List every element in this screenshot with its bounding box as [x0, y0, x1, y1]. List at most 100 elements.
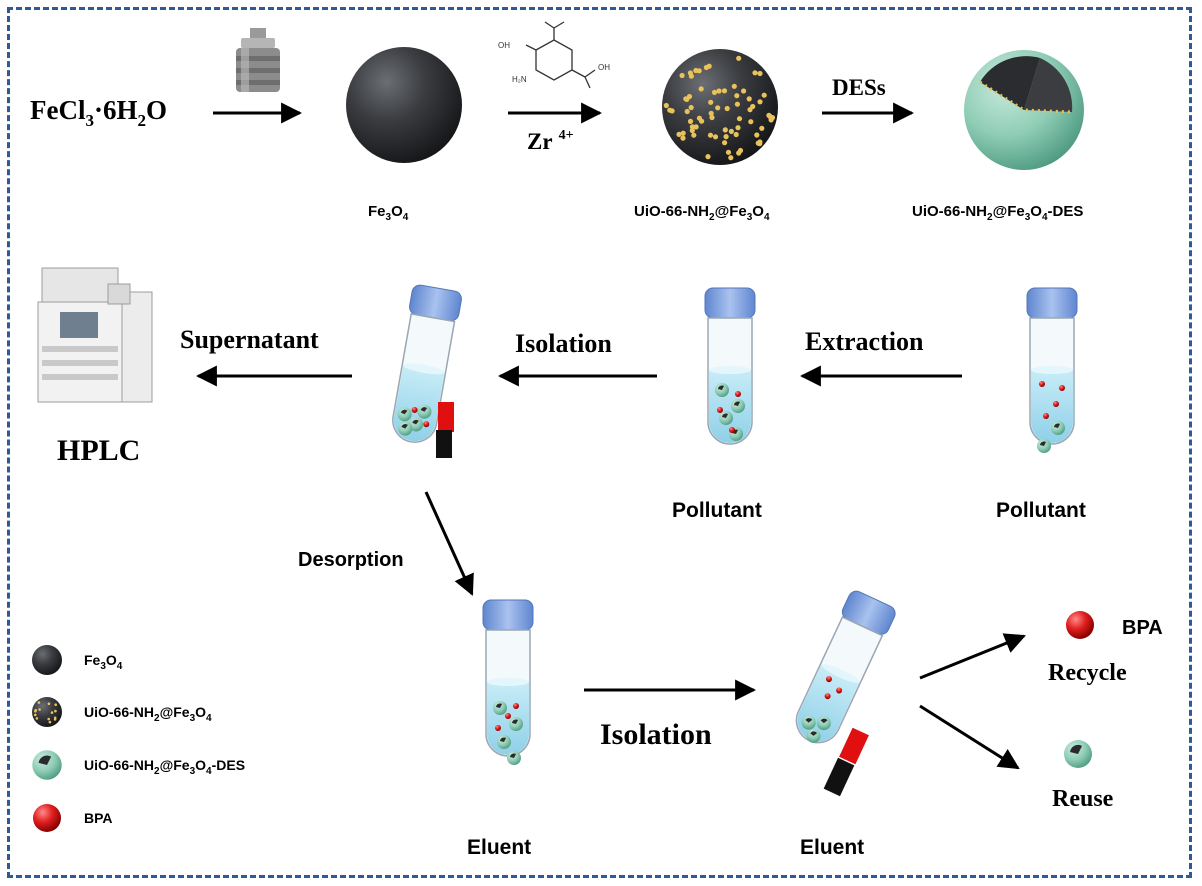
gold-dot: [722, 140, 728, 146]
arrow-desorption: [424, 491, 474, 596]
gold-dot: [693, 124, 699, 130]
eluent-label-2: Eluent: [800, 836, 864, 859]
gold-dot: [679, 72, 685, 79]
gold-dot: [734, 101, 741, 107]
gold-dot: [754, 132, 760, 138]
magnet-icon-bottom: [823, 727, 869, 797]
gold-dot: [47, 702, 51, 705]
gold-dot: [766, 112, 772, 118]
isolation-top-label: Isolation: [515, 329, 612, 358]
legend-uio-des-label: UiO-66-NH2@Fe3O4-DES: [84, 757, 245, 777]
bpa-ball: [1066, 611, 1094, 639]
gold-dot: [728, 128, 735, 134]
gold-dot: [683, 96, 689, 102]
gold-dot: [691, 132, 697, 138]
gold-dot: [689, 124, 696, 130]
gold-dot: [728, 155, 734, 161]
gold-dot: [757, 99, 763, 105]
uio-fe3o4-label: UiO-66-NH2@Fe3O4: [634, 203, 770, 223]
gold-dot: [50, 711, 54, 714]
gold-dot: [680, 130, 686, 136]
gold-dot: [696, 68, 702, 74]
legend-bpa-label: BPA: [84, 810, 113, 826]
gold-dot: [731, 83, 737, 89]
gold-dot: [752, 70, 758, 76]
gold-dot: [736, 55, 742, 61]
gold-dot: [733, 131, 739, 138]
desorption-label: Desorption: [298, 549, 404, 571]
gold-dot: [735, 125, 741, 131]
uio-fe3o4-sphere: [662, 49, 778, 165]
legend-uio-label: UiO-66-NH2@Fe3O4: [84, 704, 212, 724]
gold-dot: [34, 713, 37, 717]
gold-dot: [711, 89, 718, 95]
legend-fe3o4-swatch: [32, 645, 62, 675]
gold-dot: [687, 118, 694, 124]
gold-dot: [684, 108, 690, 115]
reuse-particle-icon: [1064, 740, 1092, 768]
gold-dot: [38, 708, 41, 711]
ligand-oh-right: OH: [598, 63, 610, 72]
gold-dot: [759, 125, 765, 131]
arrow-reuse: [919, 704, 1020, 770]
gold-dot: [748, 119, 754, 125]
gold-dot: [723, 134, 729, 140]
arrow-recycle: [919, 633, 1026, 680]
magnet-icon: [436, 402, 454, 458]
gold-dot: [741, 88, 747, 94]
gold-dot: [663, 102, 669, 109]
gold-dot: [689, 127, 695, 134]
fe3o4-label: Fe3O4: [368, 203, 409, 223]
precursor-label: FeCl3·6H2O: [30, 95, 167, 130]
gold-dot: [709, 114, 715, 121]
autoclave-icon: [236, 28, 280, 92]
gold-dot: [703, 64, 710, 71]
nh2-bdc-structure-icon: [525, 21, 596, 89]
gold-dot: [687, 70, 694, 76]
legend-fe3o4-label: Fe3O4: [84, 652, 123, 672]
dashed-frame: [7, 7, 1192, 878]
gold-dot: [716, 88, 722, 94]
hplc-instrument-icon: [37, 267, 153, 403]
gold-dot: [708, 99, 714, 105]
gold-dot: [37, 701, 41, 704]
gold-dot: [737, 147, 744, 154]
gold-dot: [705, 154, 711, 160]
gold-dot: [746, 96, 752, 102]
hplc-label: HPLC: [57, 434, 140, 467]
tube-eluent-magnet: [785, 587, 899, 752]
reuse-label: Reuse: [1052, 786, 1114, 812]
tube-pollutant: [1026, 287, 1078, 453]
gold-dot: [715, 105, 721, 111]
ligand-nh2: H₂N: [512, 75, 527, 84]
bpa-label: BPA: [1122, 617, 1163, 639]
gold-dot: [712, 134, 719, 140]
tube-eluent: [482, 599, 534, 765]
ligand-oh-top: OH: [498, 41, 510, 50]
extraction-label: Extraction: [805, 327, 924, 356]
pollutant-label-1: Pollutant: [672, 499, 762, 522]
gold-dot: [757, 139, 763, 145]
recycle-label: Recycle: [1048, 660, 1127, 686]
isolation-bottom-label: Isolation: [600, 718, 712, 751]
gold-dot: [688, 104, 694, 111]
uio-des-label: UiO-66-NH2@Fe3O4-DES: [912, 203, 1083, 223]
gold-dot: [698, 86, 704, 92]
des-label: DESs: [832, 75, 886, 100]
tube-magnet-separation: [385, 283, 464, 447]
gold-dot: [761, 92, 767, 98]
gold-dot: [48, 720, 52, 724]
pollutant-label-2: Pollutant: [996, 499, 1086, 522]
gold-dot: [53, 716, 57, 720]
gold-dot: [734, 93, 740, 99]
gold-dot: [696, 115, 703, 121]
supernatant-label: Supernatant: [180, 325, 319, 354]
gold-dot: [724, 105, 730, 112]
gold-dot: [34, 710, 37, 713]
gold-dot: [54, 709, 57, 713]
legend-uio-swatch: [32, 697, 62, 727]
gold-dot: [47, 717, 50, 721]
tube-extraction: [704, 287, 756, 445]
